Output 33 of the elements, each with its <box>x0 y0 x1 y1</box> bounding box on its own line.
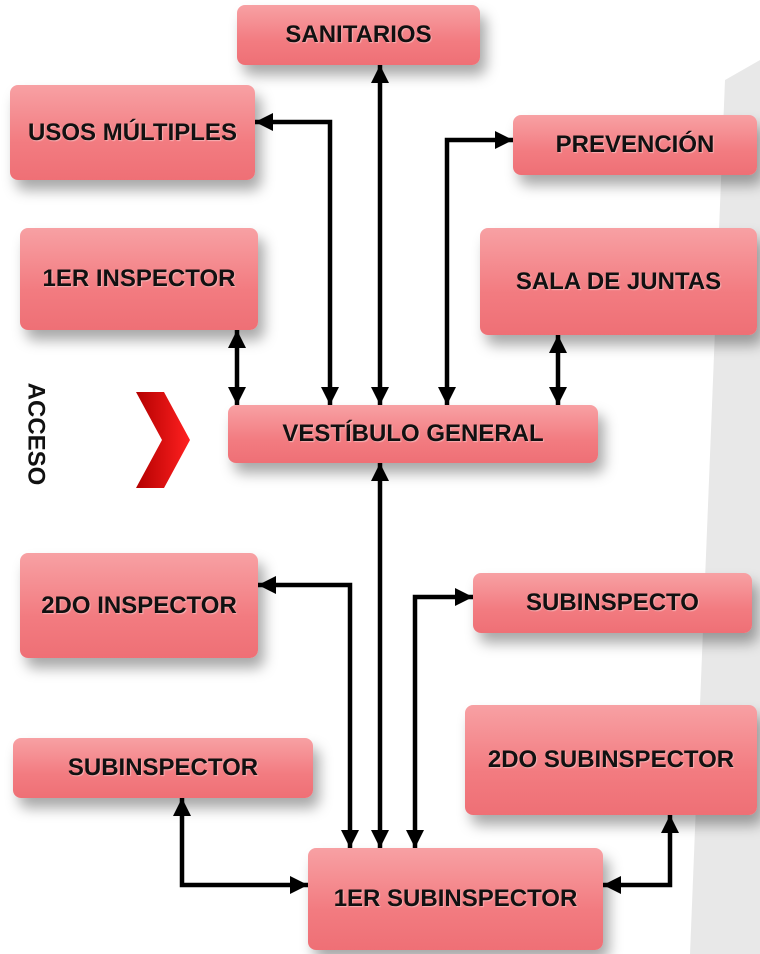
room-box <box>20 228 258 330</box>
room-box <box>465 705 757 815</box>
room-box <box>228 405 598 463</box>
arrow <box>371 463 389 848</box>
access-label: ACCESO <box>21 382 50 486</box>
room-box <box>237 5 480 65</box>
room-label: 1ER SUBINSPECTOR <box>334 884 578 914</box>
room-label: PREVENCIÓN <box>556 130 714 160</box>
room-label: 2DO SUBINSPECTOR <box>488 745 734 775</box>
room-label: VESTÍBULO GENERAL <box>282 418 544 449</box>
arrow <box>438 131 513 405</box>
room-box <box>473 573 752 633</box>
arrow <box>258 576 359 848</box>
arrow <box>371 65 389 405</box>
room-label: SANITARIOS <box>285 20 432 50</box>
room-label: SUBINSPECTOR <box>68 753 258 783</box>
room-label: USOS MÚLTIPLES <box>28 118 237 148</box>
room-box <box>10 85 255 180</box>
arrow <box>173 798 308 894</box>
room-label: 2DO INSPECTOR <box>41 590 237 620</box>
arrow <box>228 330 246 405</box>
room-box <box>13 738 313 798</box>
room-label: SALA DE JUNTAS <box>516 266 722 296</box>
room-label: SUBINSPECTO <box>526 588 699 618</box>
arrow <box>406 588 473 848</box>
arrow <box>255 113 339 405</box>
room-box <box>308 848 603 950</box>
room-box <box>480 228 757 335</box>
room-box <box>20 553 258 658</box>
arrow <box>603 815 679 894</box>
room-label: 1ER INSPECTOR <box>42 264 236 294</box>
room-box <box>513 115 757 175</box>
arrow <box>549 335 567 405</box>
